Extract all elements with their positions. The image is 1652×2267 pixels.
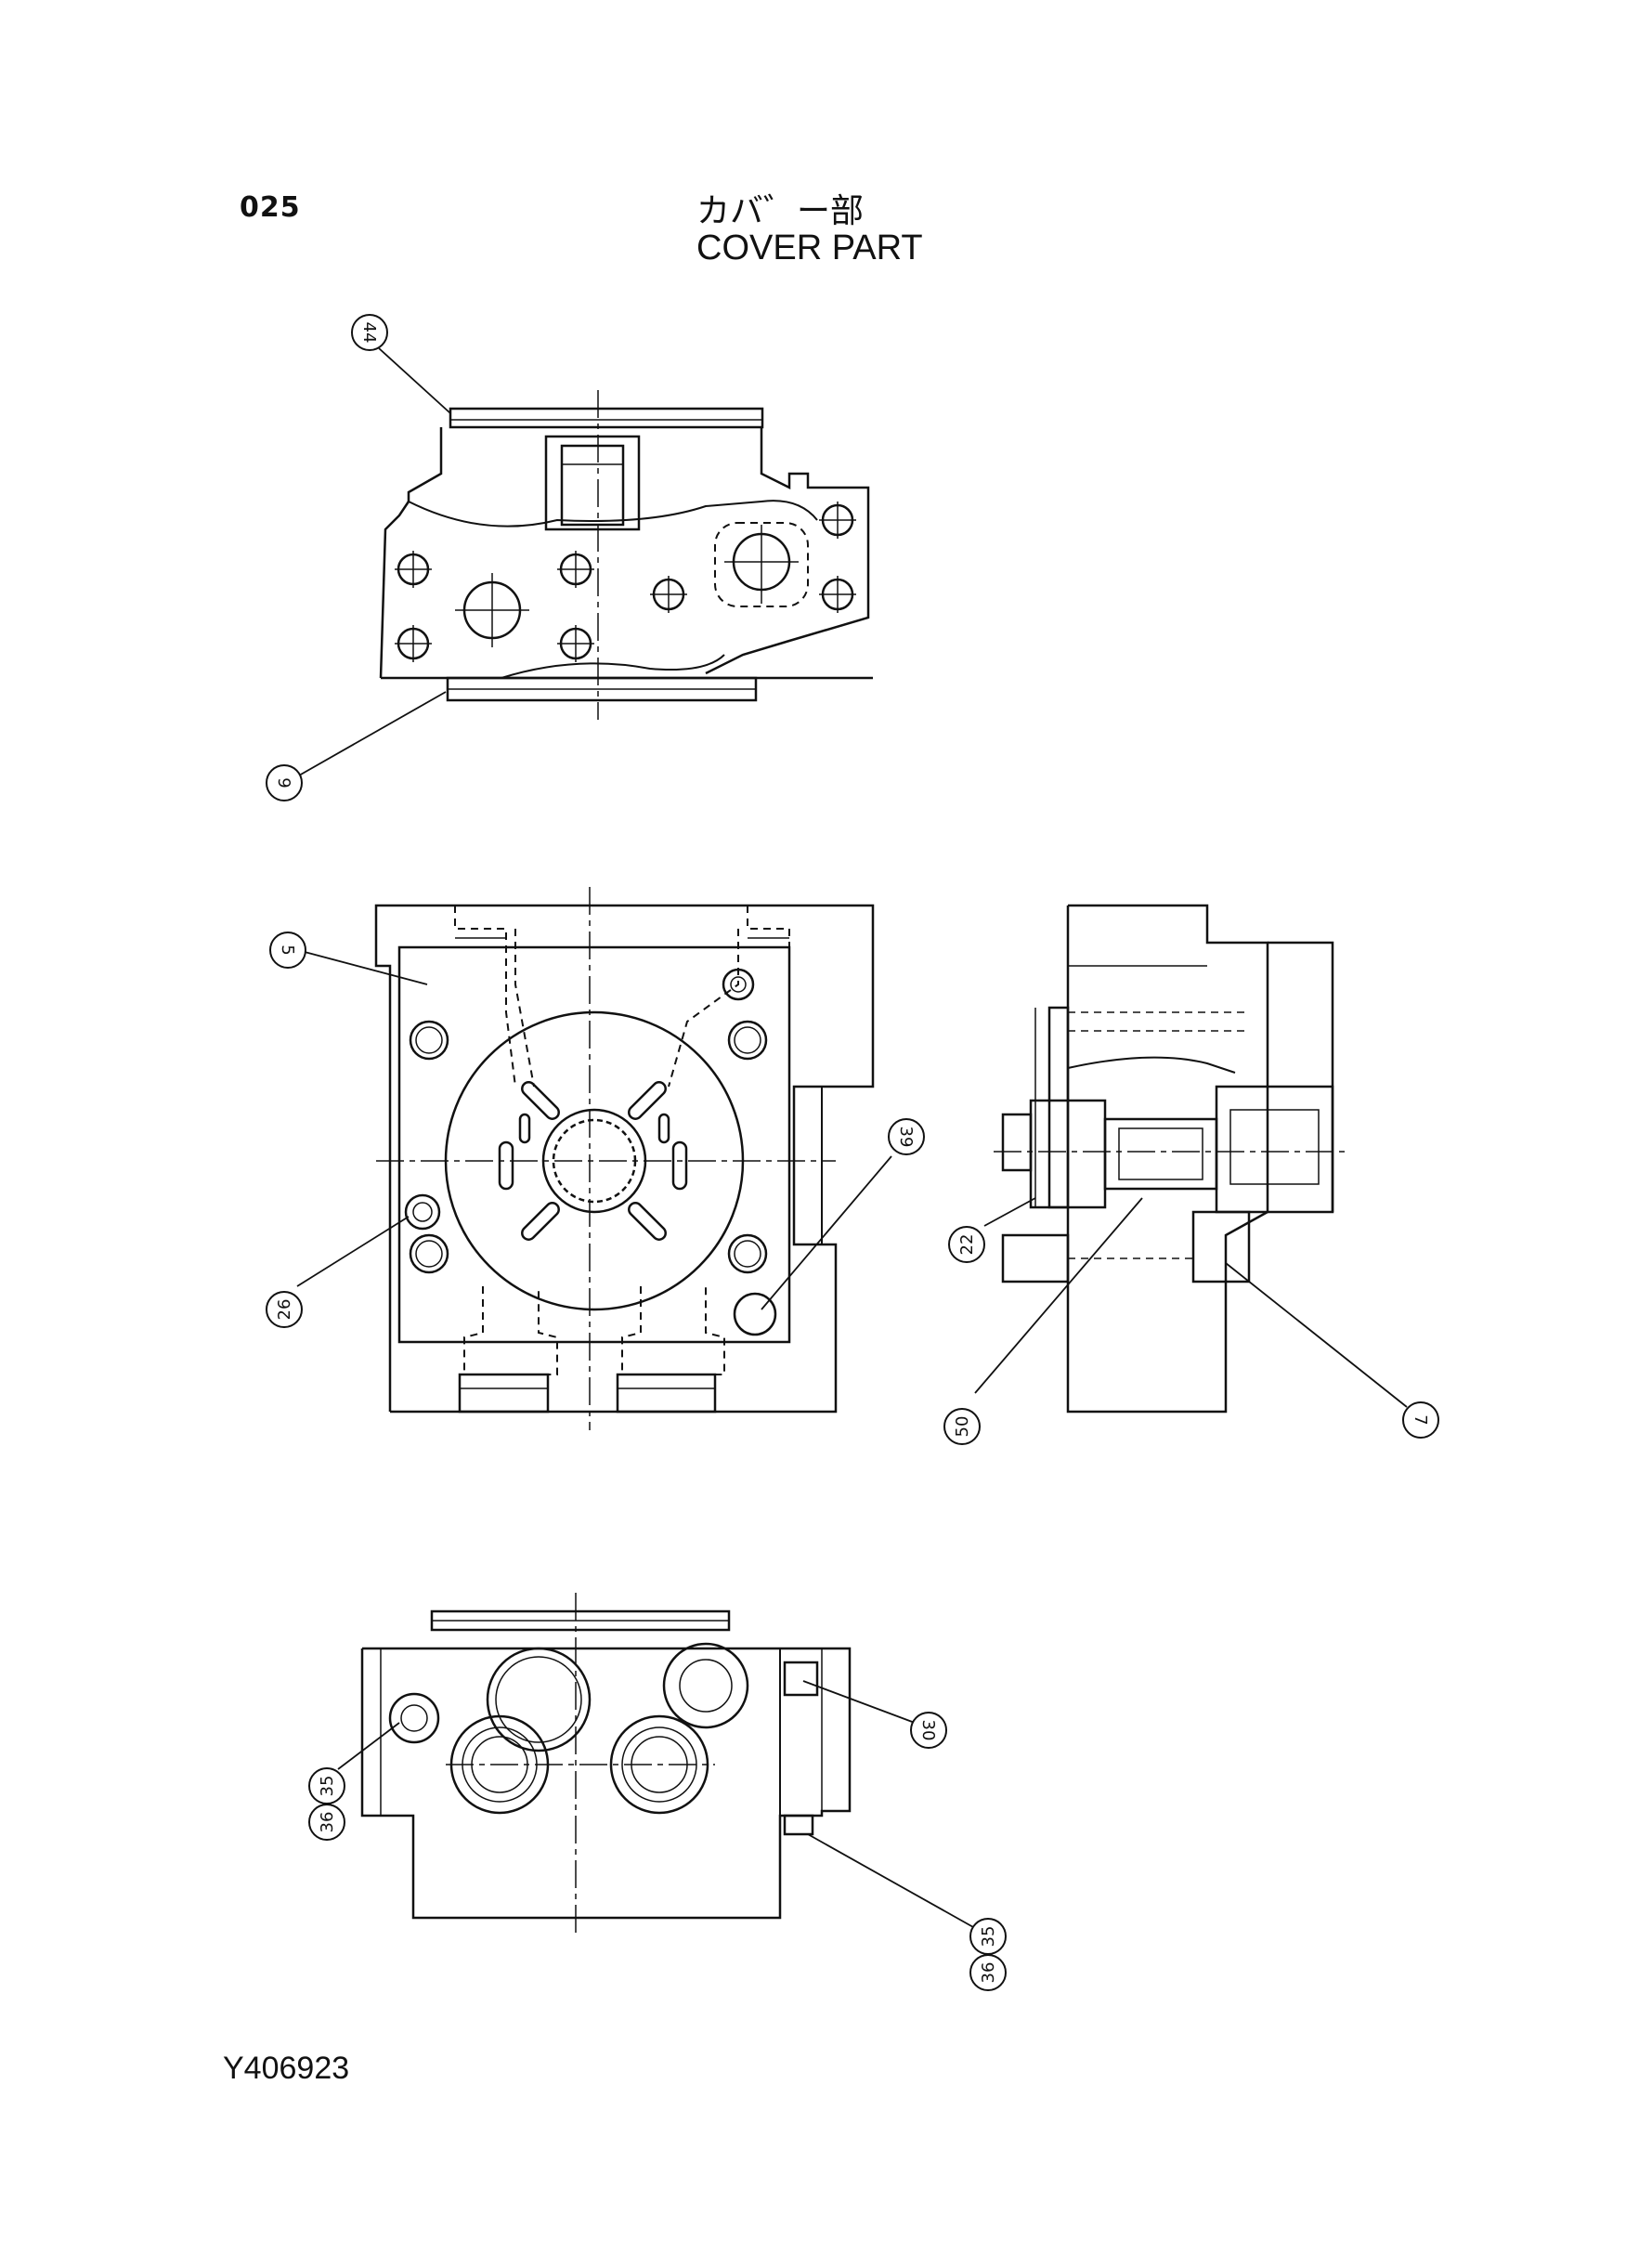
callout-44: 44 — [359, 322, 379, 344]
callout-39: 39 — [896, 1127, 916, 1148]
callout-9: 9 — [274, 777, 293, 788]
page-number: 025 — [240, 191, 301, 224]
callout-35-right: 35 — [979, 1926, 998, 1948]
drawing-code: Y406923 — [223, 2051, 350, 2086]
side-view — [994, 904, 1346, 1414]
callout-36-right: 36 — [979, 1962, 998, 1984]
callout-26: 26 — [275, 1299, 294, 1321]
top-view — [379, 390, 873, 720]
callout-30: 30 — [918, 1720, 938, 1741]
callout-50: 50 — [953, 1416, 972, 1438]
leader-lines — [296, 347, 1408, 1928]
bottom-view — [360, 1593, 852, 1936]
front-view — [374, 887, 875, 1430]
callout-36-left: 36 — [318, 1812, 337, 1833]
callout-balloons — [266, 314, 1439, 1991]
callout-numbers: 44 9 5 26 39 22 50 7 30 35 36 35 36 — [274, 322, 1430, 1984]
callout-5: 5 — [278, 945, 297, 955]
title-japanese: カバ゛ー部 — [696, 192, 865, 230]
callout-22: 22 — [957, 1234, 977, 1256]
callout-7: 7 — [1411, 1414, 1430, 1425]
title-english: COVER PART — [696, 228, 923, 267]
callout-35-left: 35 — [318, 1776, 337, 1797]
